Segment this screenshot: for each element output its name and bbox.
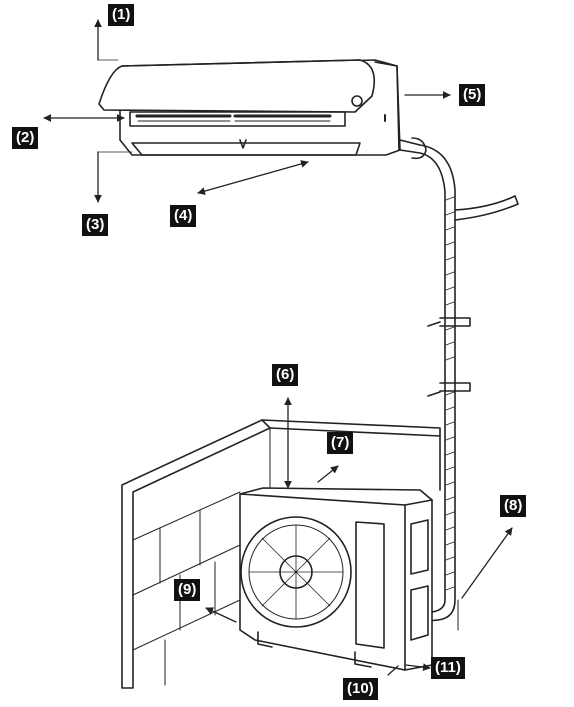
outdoor-unit [239, 487, 433, 671]
label-11: (11) [431, 657, 465, 679]
label-7: (7) [327, 432, 354, 454]
label-2: (2) [12, 127, 39, 149]
label-3: (3) [82, 214, 109, 236]
refrigerant-pipe [399, 137, 519, 631]
label-8: (8) [500, 495, 527, 517]
label-9: (9) [174, 579, 201, 601]
label-1: (1) [108, 4, 135, 26]
label-10: (10) [343, 678, 378, 700]
label-5: (5) [459, 84, 486, 106]
wall [121, 419, 441, 689]
indoor-unit [98, 59, 401, 156]
pointer-arrows [43, 19, 513, 676]
label-6: (6) [272, 364, 299, 386]
label-4: (4) [170, 205, 197, 227]
